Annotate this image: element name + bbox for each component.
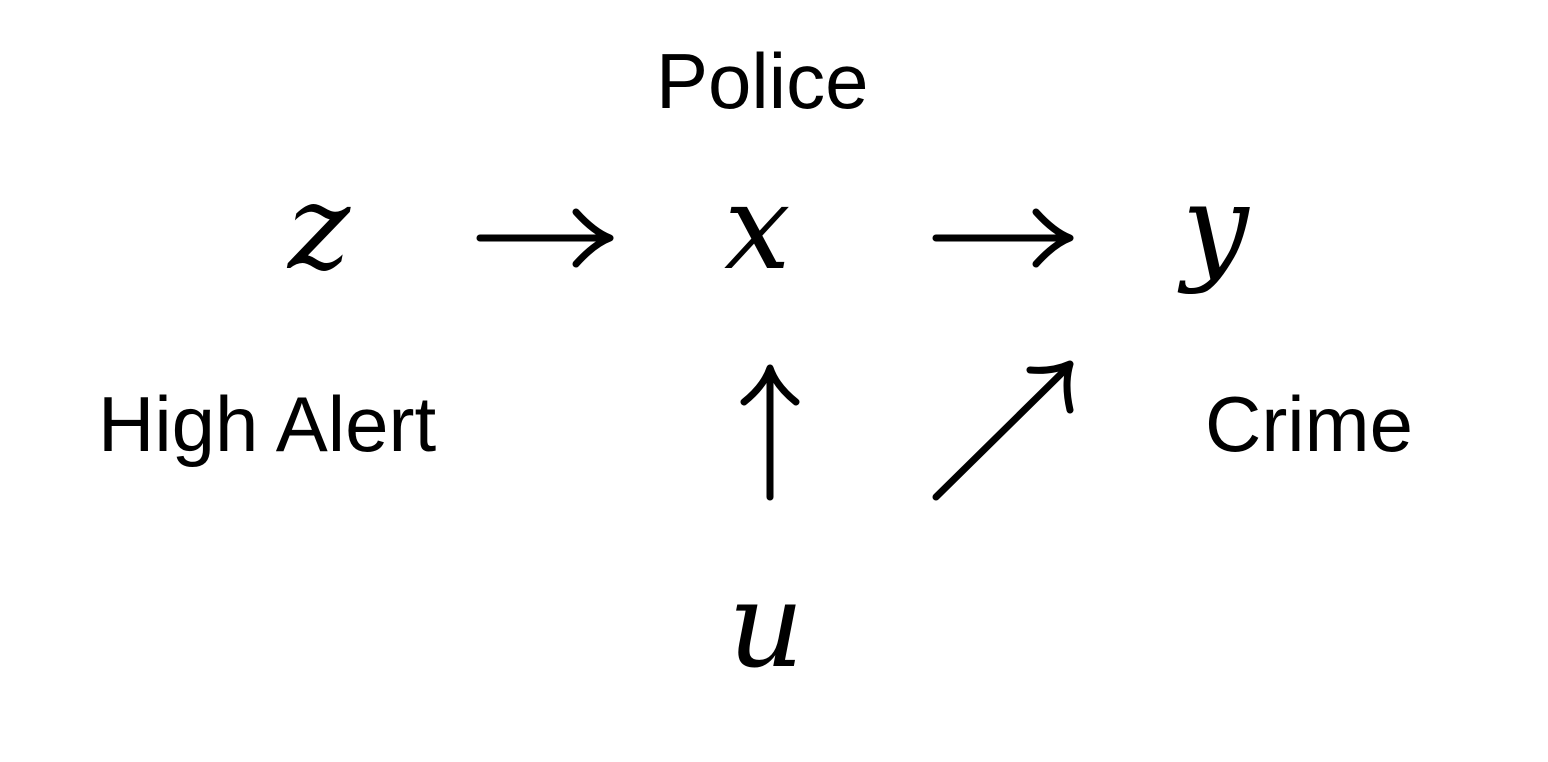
node-u: u [728, 556, 804, 694]
arrow-x-to-y [932, 208, 1074, 268]
label-crime: Crime [1205, 380, 1413, 468]
label-high-alert: High Alert [98, 380, 437, 468]
label-police: Police [656, 37, 869, 125]
arrow-u-to-x [740, 364, 800, 501]
node-z: z [288, 158, 351, 296]
node-x: x [724, 158, 791, 296]
arrow-u-to-y [932, 360, 1074, 501]
arrow-z-to-x [476, 208, 614, 268]
node-y: y [1182, 158, 1249, 296]
